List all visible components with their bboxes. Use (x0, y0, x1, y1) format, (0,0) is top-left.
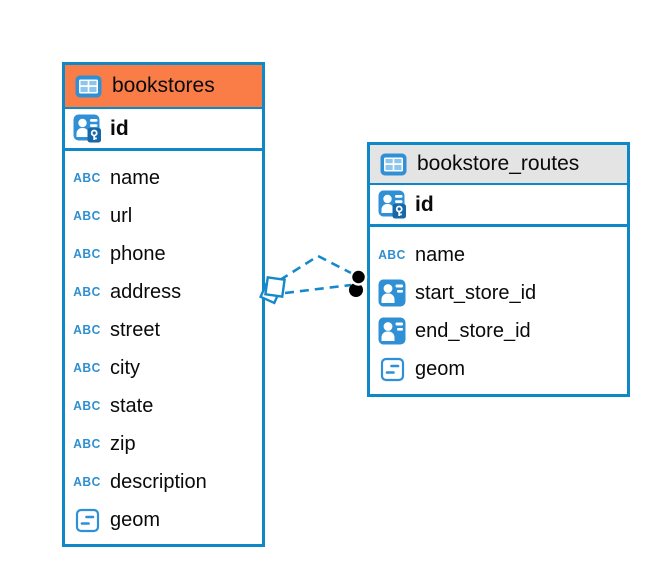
primary-key-row[interactable]: id (65, 109, 262, 151)
column-name: state (110, 394, 154, 417)
column-row-phone[interactable]: ABC phone (65, 235, 262, 273)
column-name: url (110, 204, 133, 227)
column-name: phone (110, 242, 166, 265)
table-icon (73, 75, 103, 98)
entity-table-bookstore_routes[interactable]: bookstore_routes id ABC name start_store_i… (367, 142, 630, 397)
abc-icon: ABC (73, 474, 101, 490)
column-name: address (110, 280, 182, 303)
table-name: bookstores (112, 74, 215, 97)
column-row-city[interactable]: ABC city (65, 349, 262, 387)
abc-icon: ABC (378, 247, 406, 263)
primary-key-name: id (110, 116, 129, 140)
abc-icon: ABC (73, 246, 101, 262)
circle-marker[interactable] (349, 268, 368, 298)
table-header[interactable]: bookstores (65, 65, 262, 109)
column-row-name[interactable]: ABC name (370, 236, 627, 274)
geometry-icon (72, 508, 102, 533)
abc-icon: ABC (73, 436, 101, 452)
person-key-icon (72, 114, 102, 143)
abc-icon: ABC (73, 322, 101, 338)
column-name: city (110, 356, 140, 379)
table-icon (378, 153, 408, 176)
column-row-start_store_id[interactable]: start_store_id (370, 274, 627, 312)
table-name: bookstore_routes (417, 152, 580, 175)
abc-icon: ABC (73, 284, 101, 300)
person-card-icon (377, 317, 407, 345)
person-card-icon (377, 279, 407, 307)
abc-icon: ABC (73, 208, 101, 224)
column-row-street[interactable]: ABC street (65, 311, 262, 349)
relationship-dashed-lines[interactable] (279, 254, 354, 295)
column-name: zip (110, 432, 136, 455)
column-row-geom[interactable]: geom (65, 501, 262, 539)
column-row-name[interactable]: ABC name (65, 159, 262, 197)
column-row-end_store_id[interactable]: end_store_id (370, 312, 627, 350)
column-name: name (110, 166, 161, 189)
column-name: name (415, 243, 466, 266)
abc-icon: ABC (73, 360, 101, 376)
column-name: geom (415, 357, 466, 380)
column-name: end_store_id (415, 319, 531, 342)
geometry-icon (377, 357, 407, 382)
table-header[interactable]: bookstore_routes (370, 145, 627, 185)
column-row-geom[interactable]: geom (370, 350, 627, 388)
column-name: street (110, 318, 161, 341)
column-row-zip[interactable]: ABC zip (65, 425, 262, 463)
column-name: geom (110, 508, 161, 531)
column-row-url[interactable]: ABC url (65, 197, 262, 235)
person-key-icon (377, 190, 407, 219)
abc-icon: ABC (73, 398, 101, 414)
column-name: start_store_id (415, 281, 537, 304)
primary-key-row[interactable]: id (370, 185, 627, 227)
column-row-state[interactable]: ABC state (65, 387, 262, 425)
column-name: description (110, 470, 207, 493)
column-row-address[interactable]: ABC address (65, 273, 262, 311)
primary-key-name: id (415, 192, 434, 216)
abc-icon: ABC (73, 170, 101, 186)
column-row-description[interactable]: ABC description (65, 463, 262, 501)
